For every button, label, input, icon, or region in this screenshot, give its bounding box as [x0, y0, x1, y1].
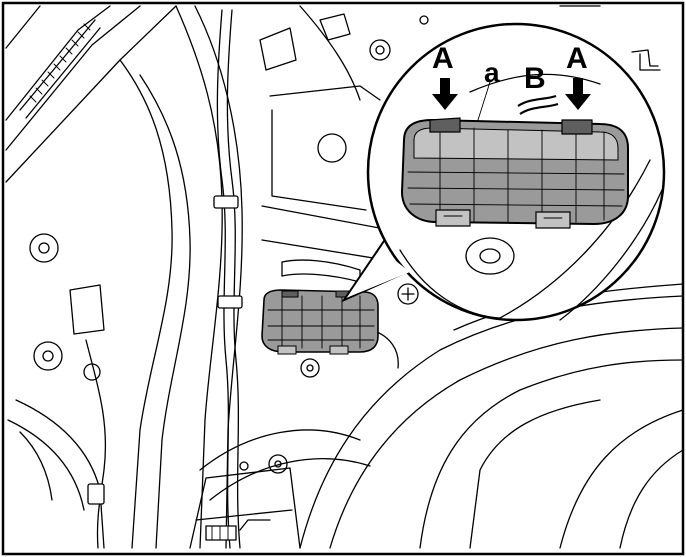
callout-label-a-right: A: [566, 42, 588, 75]
callout-label-b: B: [524, 62, 546, 95]
arrow-down-icon: [432, 78, 458, 110]
callout-label-a-small: a: [484, 57, 500, 88]
vent-large: [400, 117, 629, 229]
vent-small: [261, 289, 379, 355]
slide-direction-icon: [517, 94, 559, 115]
arrow-down-icon: [565, 78, 591, 110]
grommet-icon: [465, 237, 515, 275]
detail-magnifier: [341, 22, 666, 322]
callout-label-a-left: A: [432, 42, 454, 75]
body-structure-background: [5, 5, 684, 549]
fastener-icon: [397, 283, 419, 305]
